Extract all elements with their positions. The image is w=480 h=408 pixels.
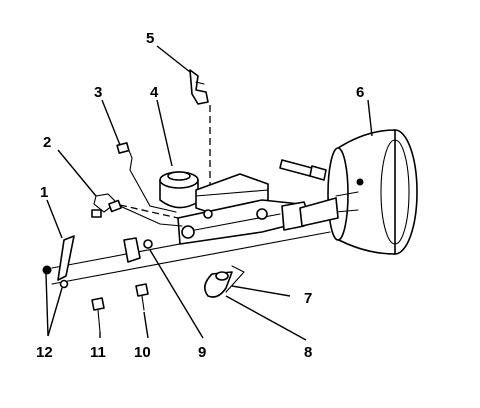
- callout-11: 11: [90, 344, 106, 361]
- callout-3: 3: [94, 84, 102, 101]
- switch-9: [123, 237, 153, 263]
- callout-4: 4: [150, 84, 159, 101]
- callout-5: 5: [146, 30, 154, 47]
- callout-8: 8: [304, 344, 312, 361]
- nuts: [42, 265, 69, 289]
- callouts: 1 2 3 4 5 6 7 8 9 10 11 12: [36, 30, 364, 361]
- bolt-11: [91, 297, 105, 333]
- bolt-10: [135, 283, 149, 311]
- callout-1: 1: [40, 184, 48, 201]
- leader-lines: [45, 45, 373, 341]
- callout-12: 12: [36, 344, 53, 361]
- fluid-level-sensor: [189, 69, 209, 105]
- callout-6: 6: [356, 84, 364, 101]
- callout-2: 2: [43, 134, 51, 151]
- master-cylinder: [177, 197, 339, 245]
- brake-pipe-3: [116, 142, 177, 213]
- brake-pipe-2: [91, 193, 183, 227]
- fluid-reservoir: [159, 171, 269, 219]
- bracket: [57, 235, 75, 281]
- hose-clamp: [204, 265, 245, 298]
- callout-9: 9: [198, 344, 206, 361]
- callout-10: 10: [134, 344, 151, 361]
- brake-booster: [279, 129, 418, 255]
- callout-7: 7: [304, 290, 312, 307]
